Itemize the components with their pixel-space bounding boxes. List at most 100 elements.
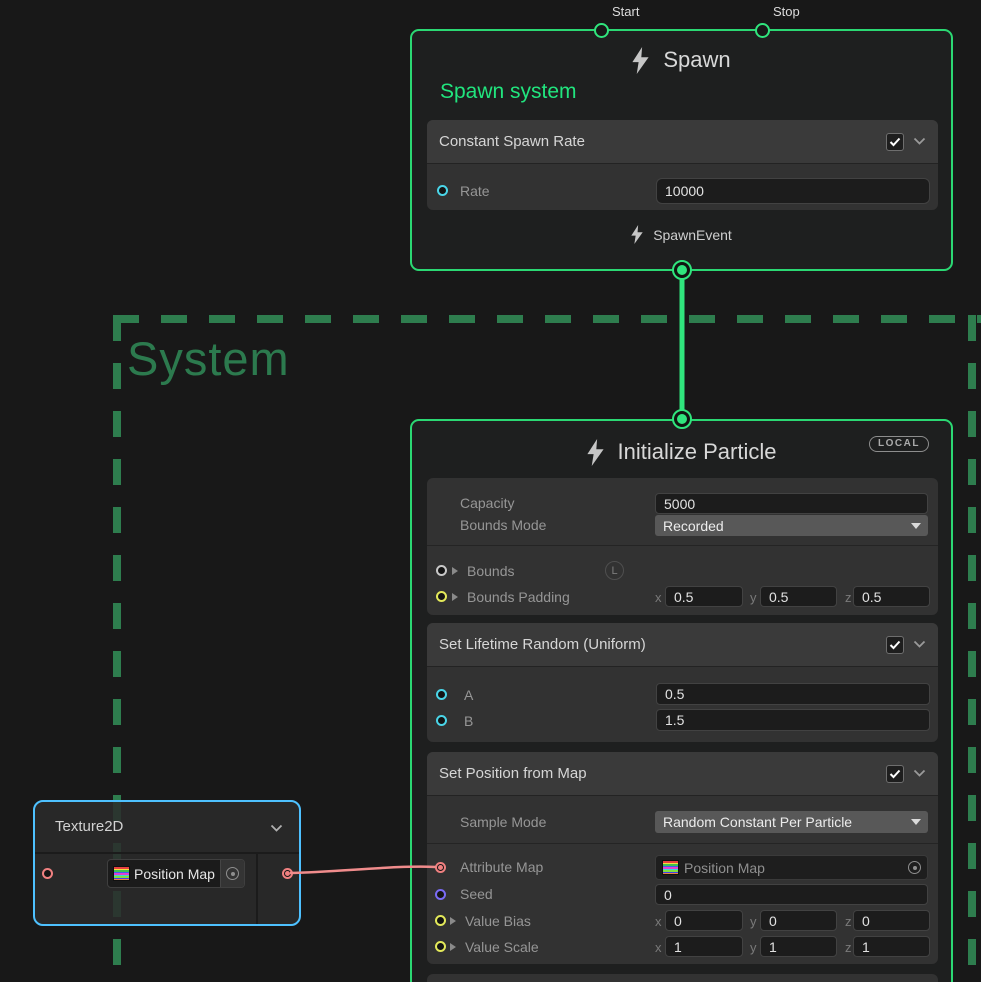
lifetime-a-port[interactable]: [436, 689, 447, 700]
sample-mode-label: Sample Mode: [460, 814, 547, 830]
set-position-from-map-block[interactable]: Set Position from Map Sample Mode Random…: [427, 752, 938, 964]
value-scale-x-field[interactable]: 1: [665, 936, 743, 957]
spawn-start-port-label: Start: [612, 4, 640, 19]
dropdown-arrow-icon: [911, 819, 921, 825]
y-axis-label: y: [750, 940, 757, 955]
chevron-down-icon[interactable]: [913, 137, 926, 146]
lifetime-b-field[interactable]: 1.5: [656, 709, 930, 731]
lifetime-b-label: B: [464, 713, 474, 729]
x-axis-label: x: [655, 914, 662, 929]
rate-field[interactable]: 10000: [656, 178, 930, 204]
rate-label: Rate: [460, 183, 490, 199]
set-position-header: Set Position from Map: [427, 752, 938, 796]
lifetime-b-port[interactable]: [436, 715, 447, 726]
system-group-border-top: [113, 315, 981, 323]
spawn-start-port[interactable]: [594, 23, 609, 38]
lifetime-a-field[interactable]: 0.5: [656, 683, 930, 705]
value-bias-z-field[interactable]: 0: [853, 910, 930, 931]
value-bias-x-field[interactable]: 0: [665, 910, 743, 931]
block-enabled-checkbox[interactable]: [886, 132, 904, 151]
constant-spawn-rate-header: Constant Spawn Rate: [427, 120, 938, 164]
chevron-down-icon[interactable]: [913, 640, 926, 649]
bounds-input-port[interactable]: [436, 565, 447, 576]
texture2d-input-port[interactable]: [42, 868, 53, 879]
bounds-label: Bounds: [467, 563, 515, 579]
system-group-border-right: [968, 315, 976, 982]
spawn-context-node[interactable]: Spawn Spawn system Constant Spawn Rate R…: [410, 29, 953, 271]
spawn-stop-port-label: Stop: [773, 4, 800, 19]
lifetime-a-label: A: [464, 687, 474, 703]
capacity-label: Capacity: [460, 495, 515, 511]
sample-mode-dropdown[interactable]: Random Constant Per Particle: [655, 811, 928, 833]
block-enabled-checkbox[interactable]: [886, 635, 904, 654]
system-group-title[interactable]: System: [127, 332, 290, 385]
lightning-icon: [586, 438, 604, 466]
y-axis-label: y: [750, 590, 757, 605]
texture2d-title: Texture2D: [55, 818, 124, 835]
position-block-separator: [427, 843, 938, 844]
initialize-settings-block: Capacity 5000 Bounds Mode Recorded Bound…: [427, 478, 938, 615]
node-vertical-divider: [256, 854, 258, 924]
bounds-mode-dropdown[interactable]: Recorded: [655, 515, 928, 536]
set-lifetime-random-block[interactable]: Set Lifetime Random (Uniform) A 0.5 B 1.…: [427, 623, 938, 742]
spawn-output-flow-port[interactable]: [672, 260, 692, 280]
attribute-map-object-field[interactable]: Position Map: [655, 855, 928, 880]
texture2d-object-field[interactable]: Position Map: [107, 859, 245, 888]
chevron-down-icon[interactable]: [913, 769, 926, 778]
texture-thumbnail: [113, 866, 130, 881]
block-title: Constant Spawn Rate: [439, 133, 585, 150]
bounds-padding-x-field[interactable]: 0.5: [665, 586, 743, 607]
chevron-down-icon[interactable]: [270, 824, 283, 833]
object-picker-button[interactable]: [220, 860, 244, 887]
object-picker-icon[interactable]: [908, 861, 921, 874]
initialize-particle-node[interactable]: Initialize Particle LOCAL Capacity 5000 …: [410, 419, 953, 982]
texture2d-output-port[interactable]: [282, 868, 293, 879]
system-group-border-left: [113, 315, 121, 982]
texture2d-field-value: Position Map: [134, 865, 215, 882]
capacity-field[interactable]: 5000: [655, 493, 928, 514]
value-scale-z-field[interactable]: 1: [853, 936, 930, 957]
local-space-badge[interactable]: LOCAL: [869, 436, 929, 452]
check-icon: [889, 769, 901, 778]
seed-label: Seed: [460, 886, 493, 902]
object-picker-icon: [226, 867, 239, 880]
value-bias-input-port[interactable]: [435, 915, 446, 926]
spawn-node-title: Spawn: [663, 47, 731, 72]
block-enabled-checkbox[interactable]: [886, 764, 904, 783]
set-lifetime-header: Set Lifetime Random (Uniform): [427, 623, 938, 667]
seed-field[interactable]: 0: [655, 884, 928, 905]
initialize-node-title: Initialize Particle: [617, 439, 777, 464]
spawn-event-output: SpawnEvent: [412, 225, 951, 244]
attribute-map-value: Position Map: [684, 859, 765, 876]
value-scale-y-field[interactable]: 1: [760, 936, 837, 957]
texture2d-node[interactable]: Texture2D Position Map: [33, 800, 301, 926]
bounds-padding-expander-icon[interactable]: [452, 593, 458, 601]
value-scale-expander-icon[interactable]: [450, 943, 456, 951]
bounds-expander-icon[interactable]: [452, 567, 458, 575]
seed-input-port[interactable]: [435, 889, 446, 900]
bounds-padding-y-field[interactable]: 0.5: [760, 586, 837, 607]
x-axis-label: x: [655, 590, 662, 605]
spawn-node-header: Spawn: [412, 41, 951, 79]
bounds-padding-input-port[interactable]: [436, 591, 447, 602]
x-axis-label: x: [655, 940, 662, 955]
check-icon: [889, 137, 901, 146]
value-bias-expander-icon[interactable]: [450, 917, 456, 925]
node-divider: [35, 852, 299, 854]
attribute-map-input-port[interactable]: [435, 862, 446, 873]
constant-spawn-rate-block[interactable]: Constant Spawn Rate Rate 10000: [427, 120, 938, 210]
initialize-input-flow-port[interactable]: [672, 409, 692, 429]
z-axis-label: z: [845, 940, 852, 955]
bounds-padding-z-field[interactable]: 0.5: [853, 586, 930, 607]
value-bias-y-field[interactable]: 0: [760, 910, 837, 931]
rate-input-port[interactable]: [437, 185, 448, 196]
value-bias-label: Value Bias: [465, 913, 531, 929]
spawn-event-label: SpawnEvent: [653, 226, 732, 243]
next-block-partial: [427, 974, 938, 982]
local-space-toggle-icon[interactable]: L: [605, 561, 624, 580]
spawn-system-label: Spawn system: [440, 80, 577, 103]
value-scale-input-port[interactable]: [435, 941, 446, 952]
lightning-icon: [632, 46, 649, 74]
spawn-stop-port[interactable]: [755, 23, 770, 38]
bounds-mode-label: Bounds Mode: [460, 517, 547, 533]
